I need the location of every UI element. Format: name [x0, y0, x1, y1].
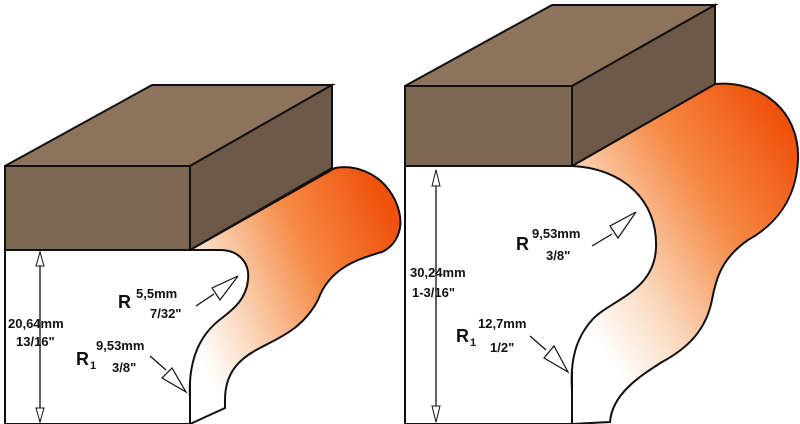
right-wood-front: [404, 85, 573, 167]
left-height-dimension: [35, 250, 45, 424]
right-height-dimension: [431, 169, 441, 423]
right-r-in: 3/8": [546, 248, 570, 263]
right-profile: 30,24mm 1-3/16" R 9,53mm 3/8" R 1 12,7mm…: [404, 3, 800, 424]
right-profile-face: [404, 165, 658, 424]
right-orange-surface: [571, 82, 800, 424]
left-r-mm: 5,5mm: [136, 286, 177, 301]
left-profile: 20,64mm 13/16" R 5,5mm 7/32" R 1 9,53mm …: [4, 83, 402, 424]
right-r1-mm: 12,7mm: [478, 316, 526, 331]
left-r-in: 7/32": [150, 306, 181, 321]
left-profile-face: [4, 249, 250, 424]
right-r1-in: 1/2": [490, 340, 514, 355]
right-height-mm: 30,24mm: [410, 265, 466, 280]
right-r1-letter: R: [456, 326, 469, 346]
left-r-arrow: [195, 275, 239, 307]
left-height-mm: 20,64mm: [8, 316, 64, 331]
right-r1-subscript: 1: [470, 337, 476, 349]
left-r-letter: R: [118, 292, 131, 312]
right-r1-arrow: [529, 335, 570, 374]
left-height-in: 13/16": [16, 334, 55, 349]
left-r1-in: 3/8": [112, 360, 136, 375]
right-height-in: 1-3/16": [412, 285, 455, 300]
left-orange-surface: [189, 166, 402, 424]
left-r1-arrow: [149, 355, 188, 394]
right-r-mm: 9,53mm: [532, 226, 580, 241]
left-r1-letter: R: [76, 349, 89, 369]
right-r-letter: R: [516, 234, 529, 254]
left-wood-front: [4, 165, 191, 251]
right-r-arrow: [591, 211, 637, 247]
left-r1-mm: 9,53mm: [96, 338, 144, 353]
left-r1-subscript: 1: [90, 360, 96, 372]
